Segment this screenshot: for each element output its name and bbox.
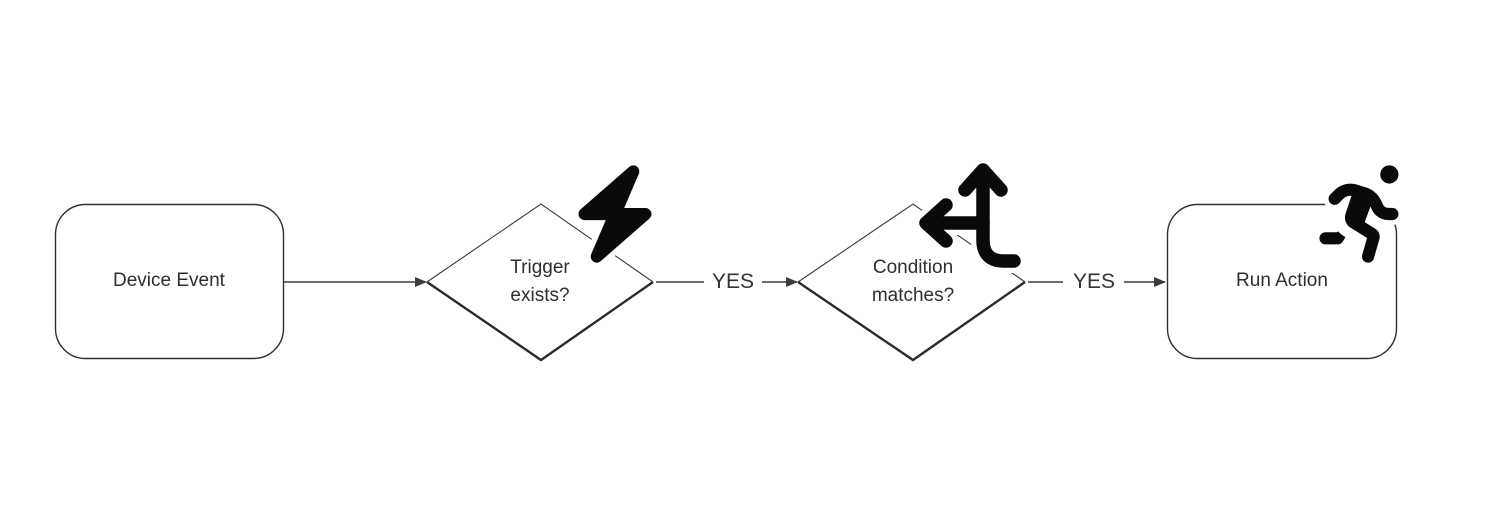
- condition-matches-label-line1: Condition: [872, 257, 954, 278]
- run-action-label: Run Action: [1236, 270, 1328, 291]
- edge-label-yes-2: YES: [1072, 270, 1116, 293]
- condition-matches-label: Condition matches?: [813, 254, 1013, 310]
- edge-label-yes-1: YES: [711, 270, 755, 293]
- person-running-icon: [1314, 160, 1404, 268]
- lightning-bolt-icon: [573, 160, 657, 268]
- condition-matches-label-line2: matches?: [871, 285, 955, 306]
- trigger-exists-label-line2: exists?: [510, 285, 570, 306]
- split-arrows-icon: [914, 158, 1026, 273]
- device-event-box: [54, 203, 285, 360]
- trigger-exists-label: Trigger exists?: [440, 254, 640, 310]
- trigger-exists-label-line1: Trigger: [510, 257, 570, 278]
- device-event-label: Device Event: [113, 270, 225, 291]
